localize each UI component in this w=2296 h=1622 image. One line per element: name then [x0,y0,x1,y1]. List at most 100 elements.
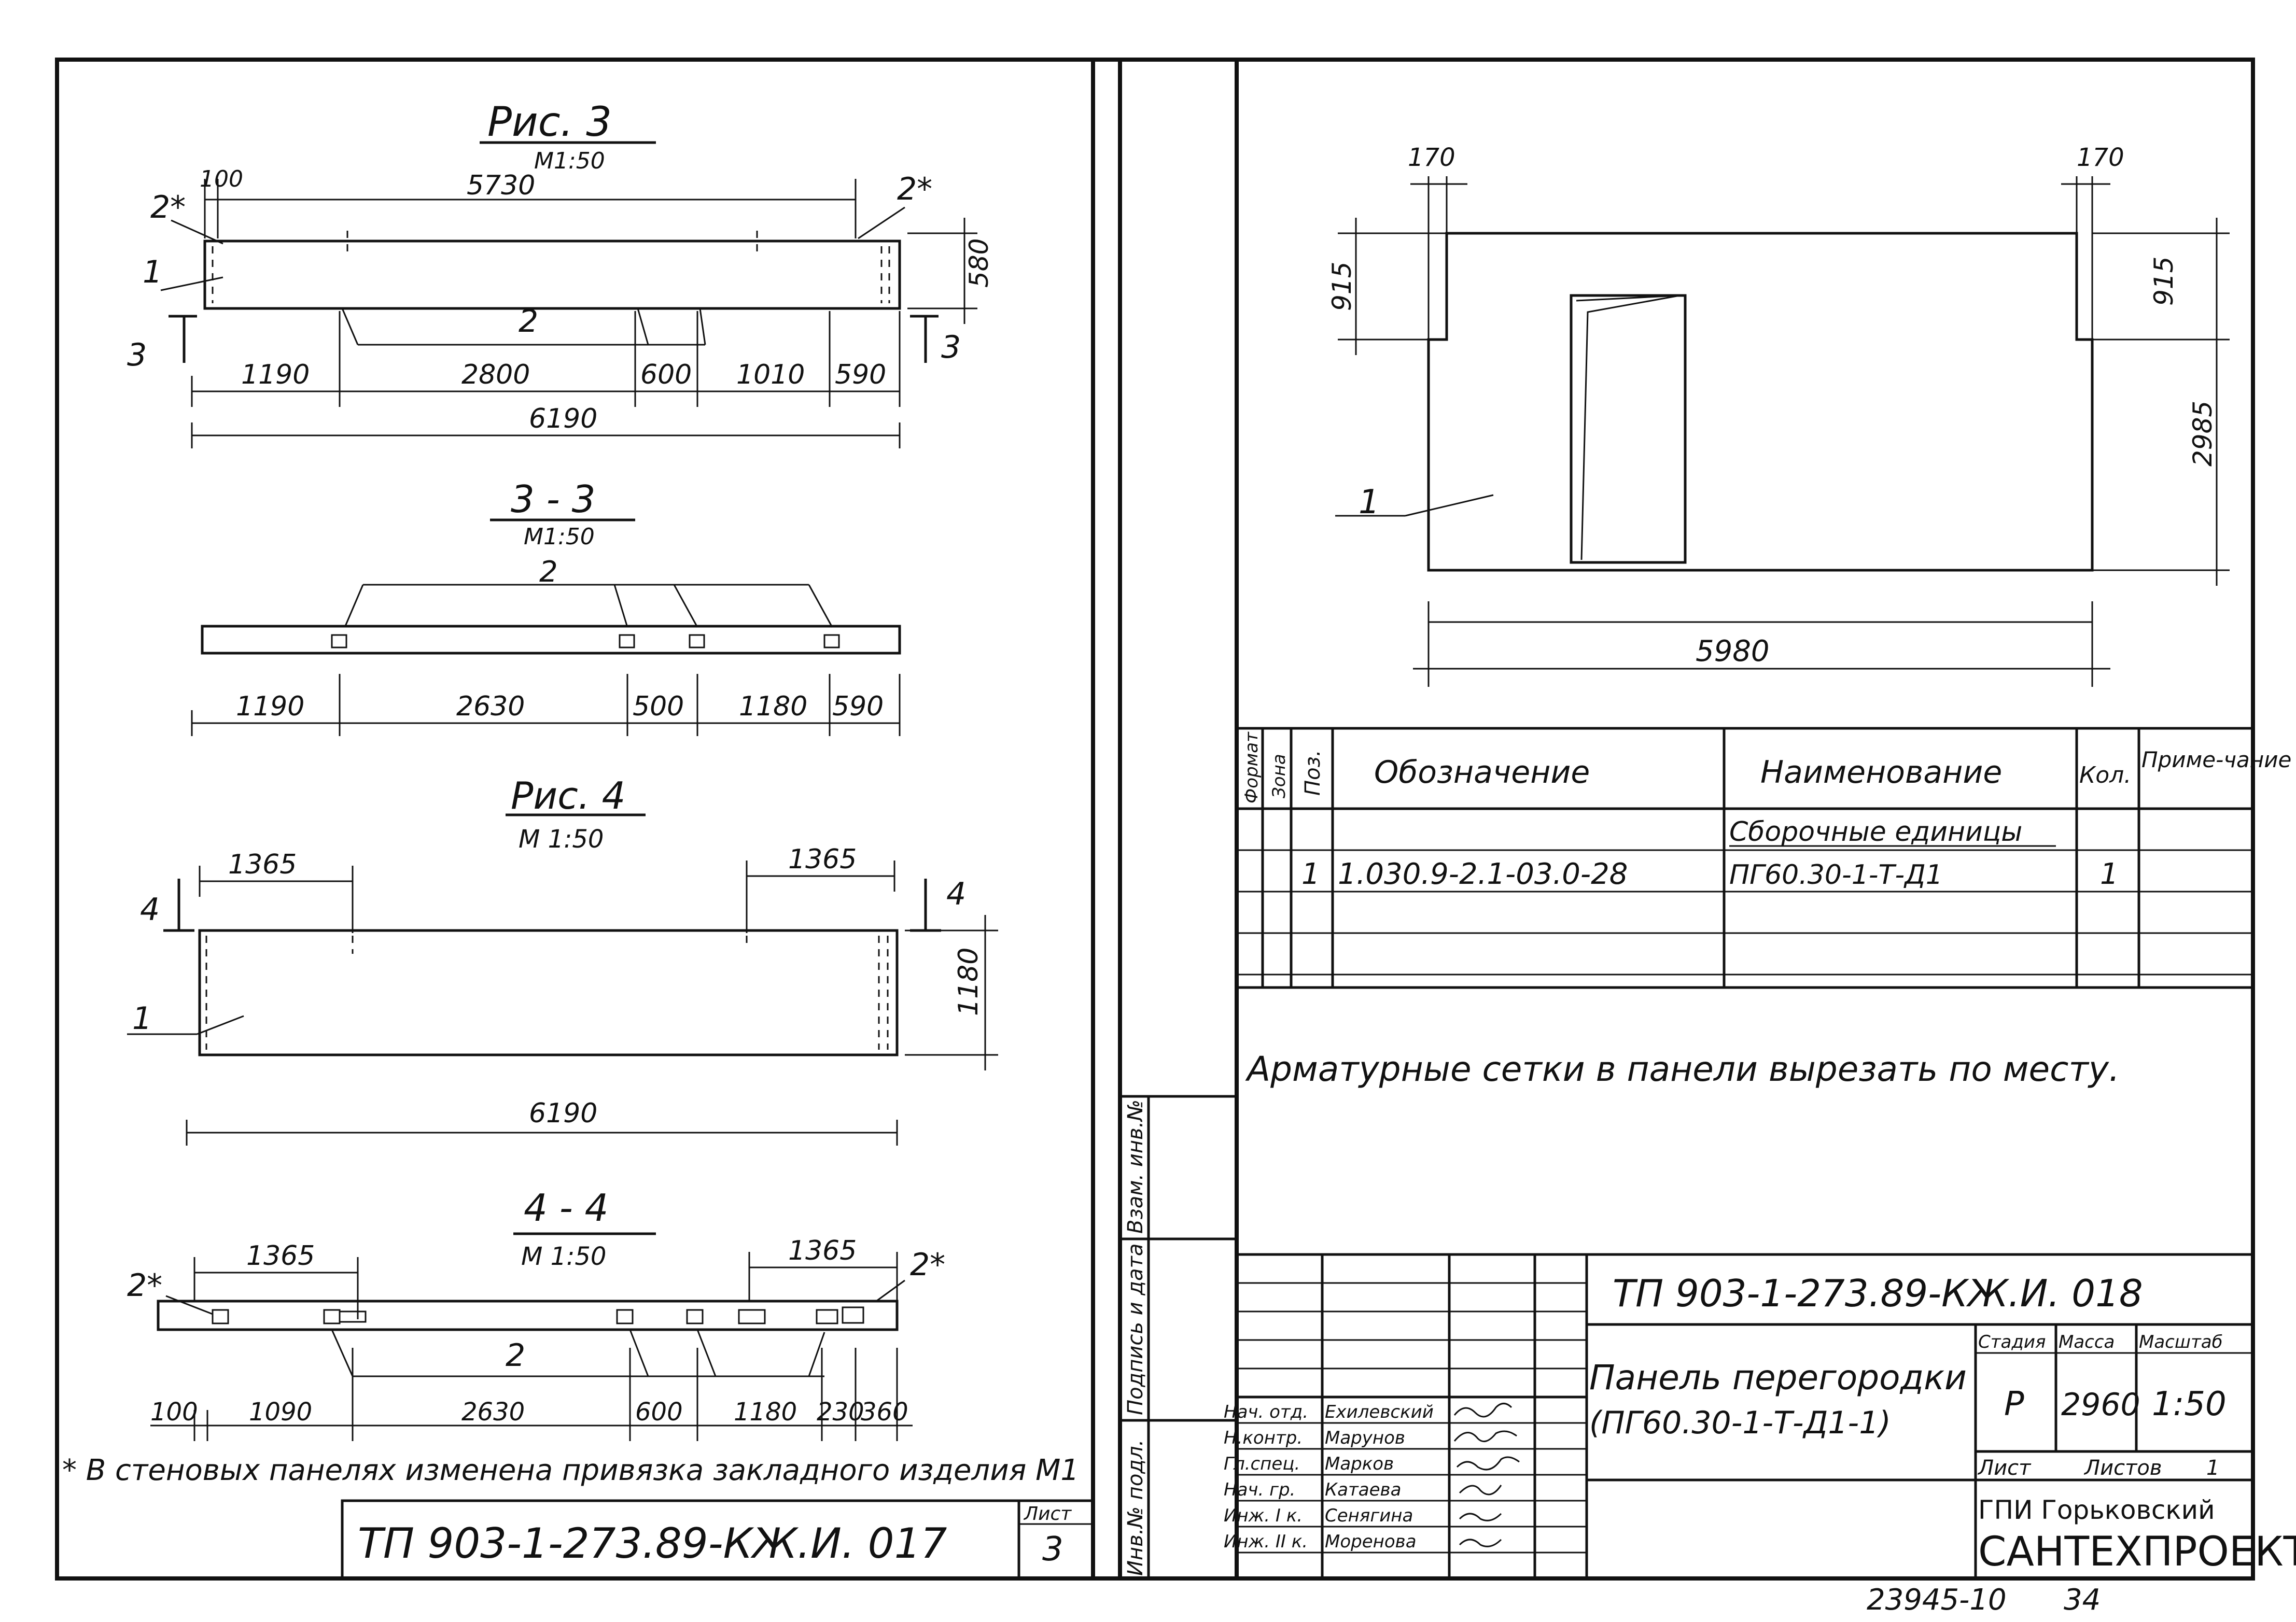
tb-role-3: Нач. гр. [1224,1479,1295,1500]
spec-row-qty: 1 [2100,857,2119,891]
section-4-4: 4 - 4 М 1:50 1365 1365 2* 2* 2 [127,1186,945,1441]
tb-stage: Р [2004,1385,2024,1423]
tb-role-1: Н.контр. [1224,1428,1303,1448]
sec44-title: 4 - 4 [524,1186,608,1230]
general-note: Арматурные сетки в панели вырезать по ме… [1245,1049,2120,1089]
tb-role-4: Инж. I к. [1224,1505,1303,1526]
tb-doc-name-line1: Панель перегородки [1589,1358,1967,1398]
tb-org-line1: ГПИ Горьковский [1978,1495,2215,1525]
fig4-dim-6190: 6190 [529,1098,597,1129]
sheet-frame [55,58,2255,1581]
fig3-dim-1190: 1190 [241,359,310,390]
sec44-dim-600: 600 [635,1398,683,1427]
sec33-title: 3 - 3 [511,477,595,521]
fig3-mark-2: 2 [519,303,538,340]
panel-dim-170-right: 170 [2077,143,2124,172]
sec33-panel-section [201,625,901,655]
figure-3: Рис. 3 М1:50 100 5730 2* 2* 1 580 3 3 2 [127,99,994,448]
tb-name-5: Моренова [1325,1531,1417,1552]
panel-dim-915-left: 915 [1327,262,1357,311]
tb-name-4: Сенягина [1325,1505,1413,1526]
left-stamp: ТП 903-1-273.89-КЖ.И. 017 Лист 3 [341,1499,1095,1580]
sec33-mark-2: 2 [539,555,558,589]
sec44-dim-100: 100 [150,1398,198,1427]
archive-number: 23945-10 [1867,1583,2007,1617]
spec-header-format: Формат [1241,731,1262,803]
fig3-mark-2star-left: 2* [150,189,186,225]
tb-name-3: Катаева [1325,1479,1401,1500]
tb-doc-name-line2: (ПГ60.30-1-Т-Д1-1) [1589,1405,1891,1441]
fig4-section-mark-right: 4 [946,876,966,912]
panel-dim-170-left: 170 [1408,143,1455,172]
tb-scale: 1:50 [2152,1385,2227,1423]
spec-header-name: Наименование [1760,754,2002,791]
spec-row-name: ПГ60.30-1-Т-Д1 [1729,859,1943,891]
sec44-mark-2: 2 [506,1337,525,1374]
tb-sheets: 1 [2206,1456,2219,1480]
tb-name-0: Ехилевский [1325,1402,1434,1422]
spec-row-designation: 1.030.9-2.1-03.0-28 [1338,857,1628,891]
fig3-dim-5730: 5730 [467,170,535,201]
fig3-dim-580: 580 [964,238,994,288]
sec44-dim-2630: 2630 [461,1398,525,1427]
sec33-dim-1180: 1180 [739,691,807,722]
spec-header-designation: Обозначение [1374,754,1590,791]
sec33-dim-2630: 2630 [456,691,525,722]
fig4-scale: М 1:50 [519,825,604,854]
panel-outline [1427,232,2094,572]
sec33-scale: М1:50 [524,524,595,550]
spec-row-pos: 1 [1301,857,1320,891]
tb-org-line2: САНТЕХПРОЕКТ [1978,1529,2296,1575]
fig4-mark-1: 1 [132,1000,152,1037]
panel-dim-2985: 2985 [2188,401,2218,467]
tb-role-2: Гл.спец. [1224,1454,1300,1474]
section-3-3: 3 - 3 М1:50 2 1190 2630 500 1180 590 [191,477,901,736]
sec33-dim-1190: 1190 [236,691,304,722]
tb-stage-label: Стадия [1978,1332,2046,1352]
tb-sheets-label: Листов [2083,1456,2162,1480]
fig4-panel-outline [198,929,899,1056]
tb-sheet-label: Лист [1977,1456,2032,1480]
left-stamp-sheet-label: Лист [1023,1503,1072,1525]
panel-dim-915-right: 915 [2149,257,2179,306]
vlabel-podpis-data: Подпись и дата [1124,1244,1147,1415]
fig3-panel-outline [203,239,901,310]
fig3-dim-1010: 1010 [736,359,805,390]
sec44-dim-230: 230 [817,1398,864,1427]
vlabel-inv-podl: Инв.№ подл. [1124,1440,1147,1576]
spec-header-qty: Кол. [2079,762,2131,788]
fig4-dim-1365-right: 1365 [788,844,857,875]
fig3-dim-6190: 6190 [529,403,597,434]
fig3-dim-2800: 2800 [461,359,530,390]
fig3-mark-1: 1 [143,254,162,290]
left-stamp-code: ТП 903-1-273.89-КЖ.И. 017 [358,1519,947,1568]
sec44-mark-2star-right: 2* [910,1247,945,1283]
vlabel-vzam-inv: Взам. инв.№ [1124,1099,1147,1234]
sec44-mark-2star-left: 2* [127,1267,162,1304]
sec44-dim-1365-right: 1365 [788,1235,857,1266]
fig3-title: Рис. 3 [487,99,612,146]
tb-name-2: Марков [1325,1454,1394,1474]
fig4-dim-1180: 1180 [953,948,984,1016]
sec33-dim-500: 500 [633,691,684,722]
sec44-dim-1365-left: 1365 [246,1240,315,1272]
fig4-title: Рис. 4 [511,774,625,817]
tb-mass: 2960 [2061,1387,2140,1423]
footnote: * В стеновых панелях изменена привязка з… [62,1454,1079,1487]
spec-header-note: Приме-чание [2141,747,2291,772]
archive-page: 34 [2064,1583,2101,1617]
fig3-dim-590: 590 [835,359,886,390]
sec44-scale: М 1:50 [521,1242,606,1271]
tb-role-5: Инж. II к. [1224,1531,1308,1552]
tb-role-0: Нач. отд. [1224,1402,1308,1422]
left-stamp-sheet-no: 3 [1042,1530,1063,1569]
spec-section-title: Сборочные единицы [1729,816,2022,848]
fig4-dim-1365-left: 1365 [228,849,297,880]
fig4-section-mark-left: 4 [140,892,160,928]
tb-doc-code: ТП 903-1-273.89-КЖ.И. 018 [1613,1272,2143,1315]
spec-header-pos: Поз. [1301,750,1325,796]
sec44-dim-1090: 1090 [249,1398,312,1427]
tb-name-1: Марунов [1325,1428,1405,1448]
tb-scale-label: Масштаб [2139,1332,2223,1352]
